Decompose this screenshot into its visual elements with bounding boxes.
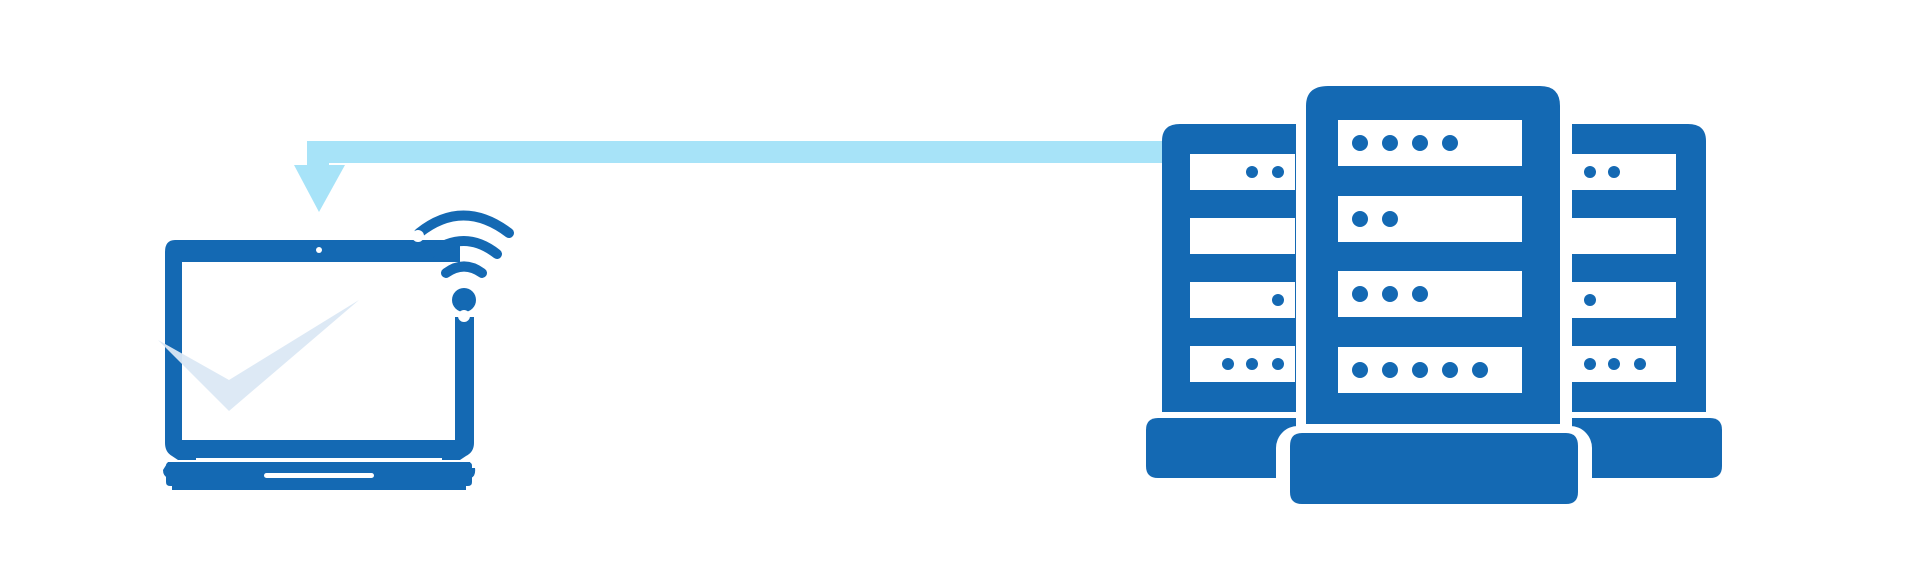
laptop-hinge-line	[196, 458, 442, 462]
wifi-dot-gap	[458, 310, 470, 322]
wifi-arc-middle	[425, 236, 502, 259]
wifi-arc-outer-cap-left	[412, 230, 424, 242]
checkmark-icon	[158, 300, 359, 411]
webcam-dot	[316, 247, 322, 253]
server-center	[1276, 86, 1592, 508]
server-right	[1572, 124, 1722, 478]
wifi-arc-inner	[441, 261, 487, 278]
wifi-arc-outer	[414, 210, 514, 238]
laptop-trackpad	[264, 473, 374, 478]
server-rack-icon	[1146, 86, 1722, 508]
arrow-head	[294, 165, 345, 212]
wifi-icon	[414, 210, 514, 278]
data-flow-arrow	[294, 141, 1166, 212]
server-left	[1146, 124, 1296, 478]
wifi-dot	[452, 288, 476, 312]
laptop-screen-bezel	[165, 240, 474, 460]
arrow-shaft	[307, 141, 1166, 165]
laptop-icon	[158, 210, 514, 490]
